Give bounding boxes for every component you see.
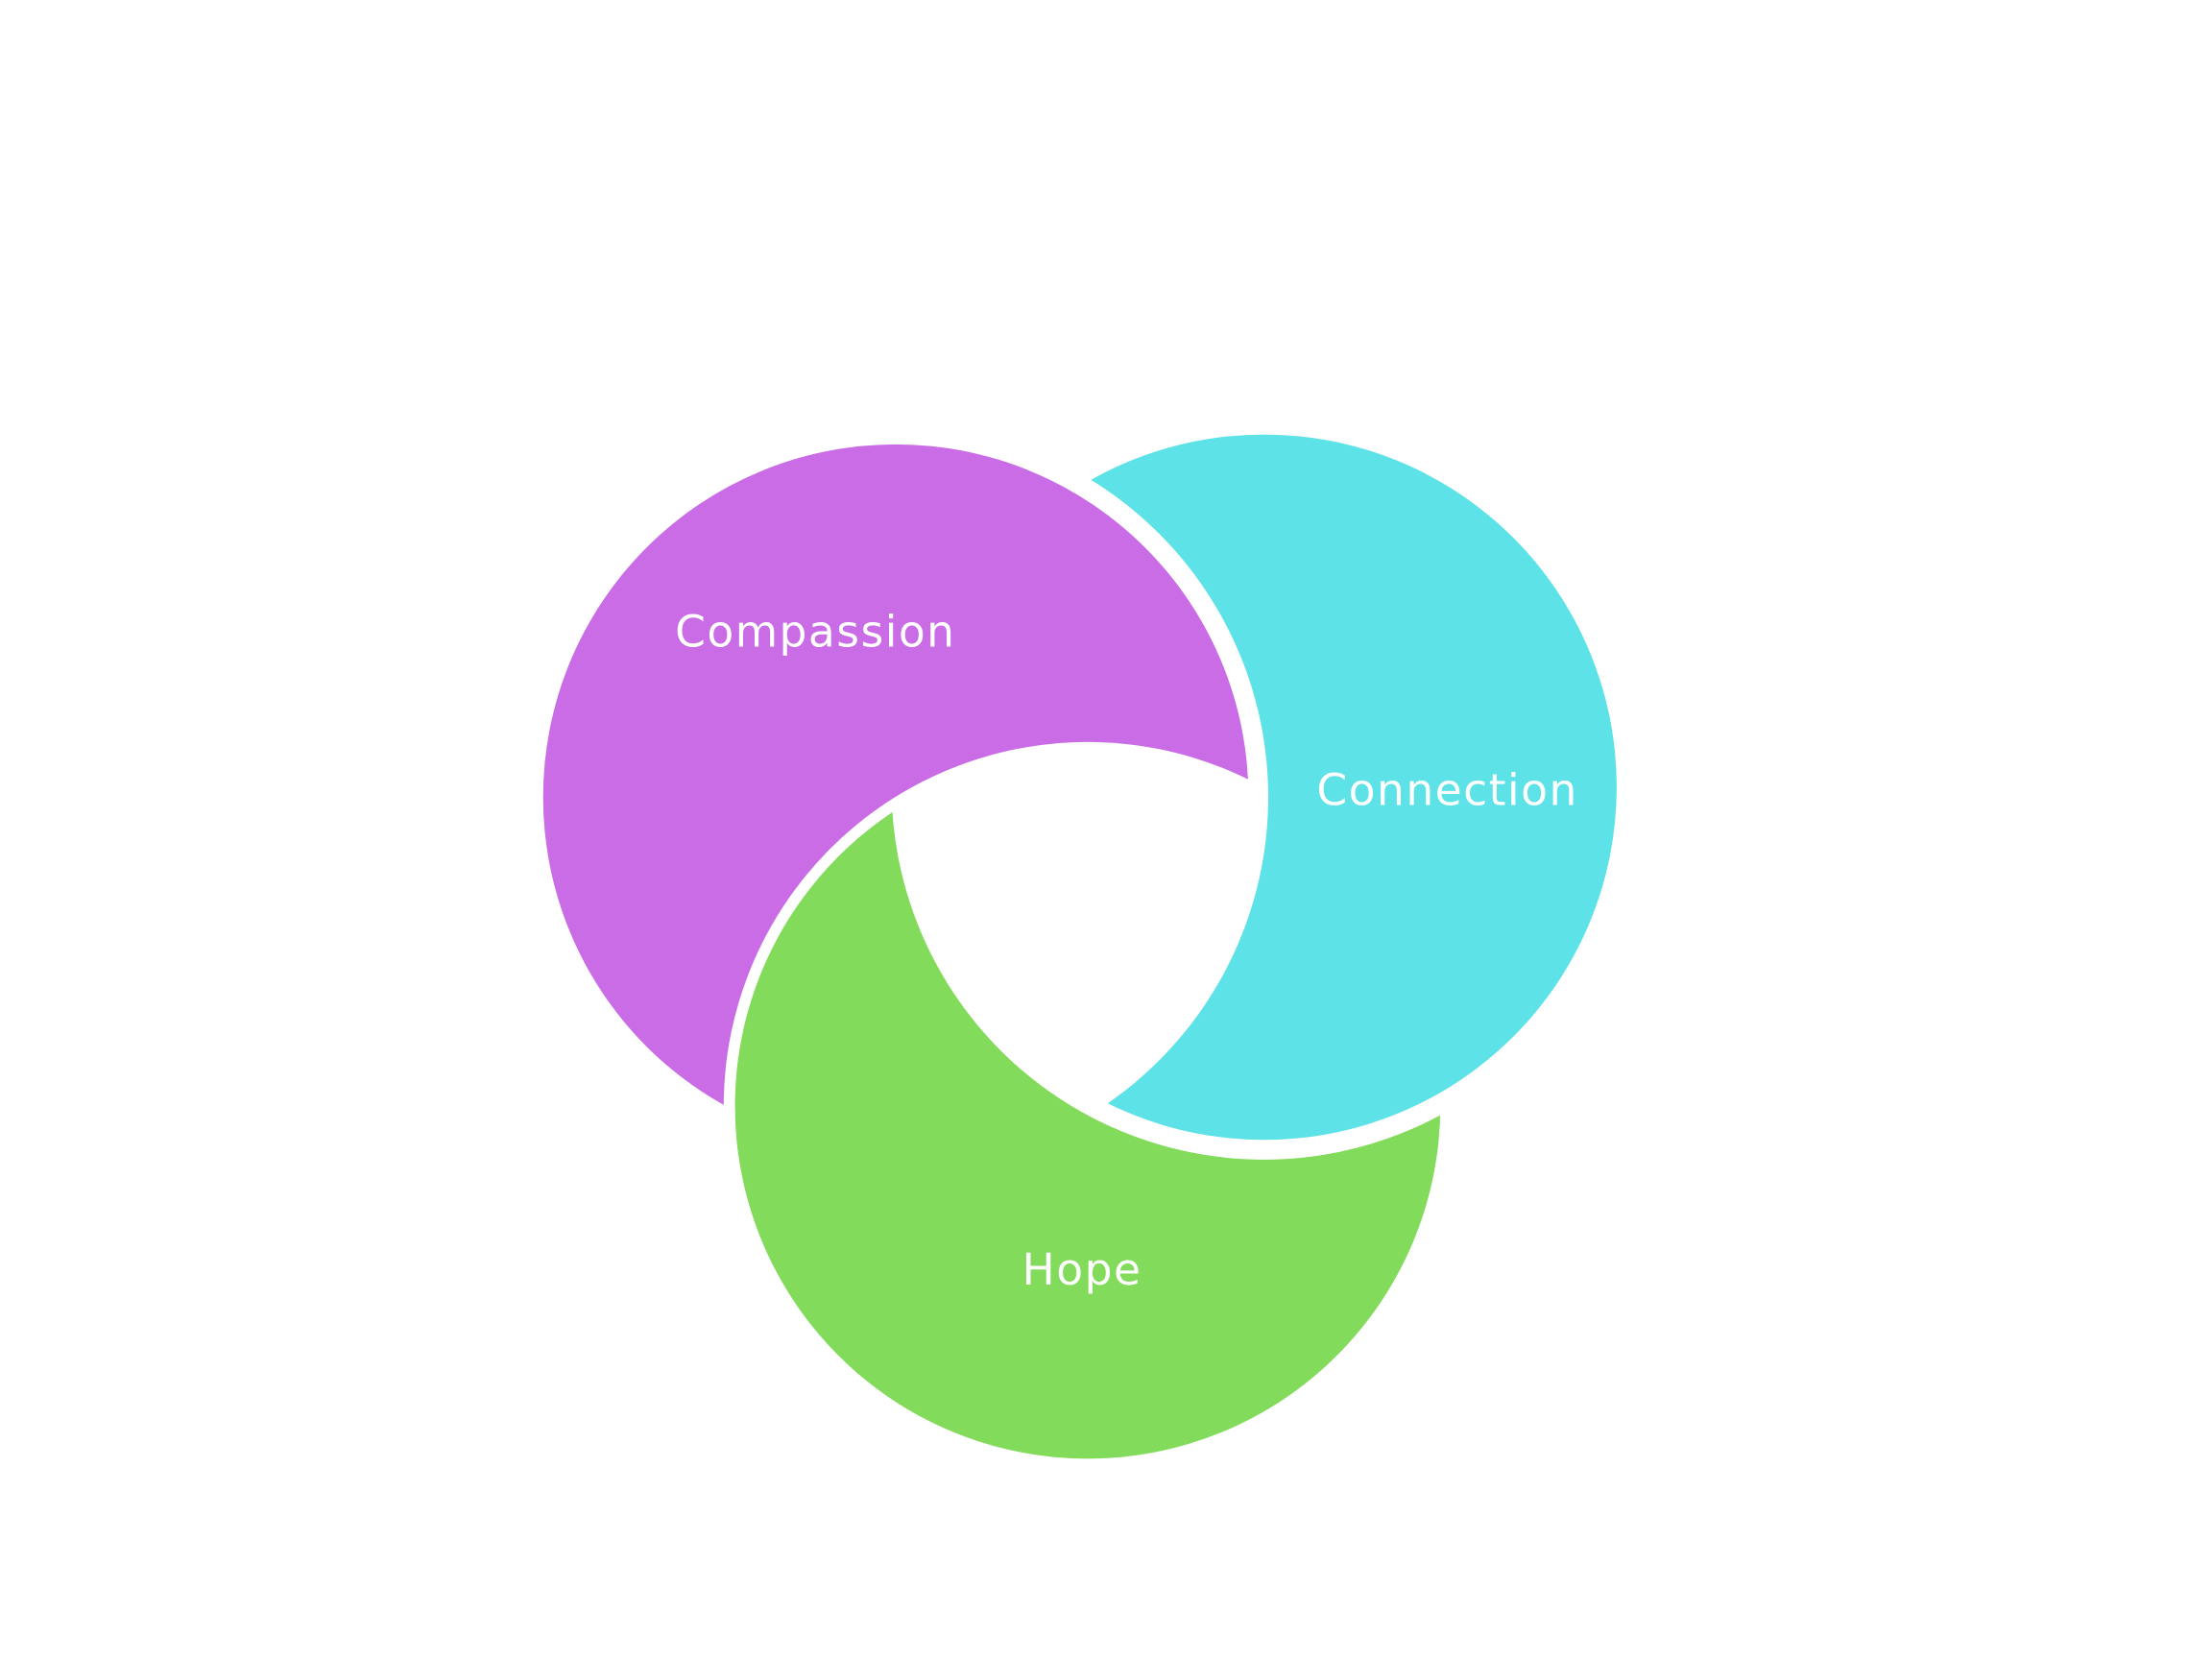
- compassion-label: Compassion: [675, 607, 955, 658]
- hope-segment: Hope: [734, 753, 1441, 1459]
- segment-shape: [734, 753, 1441, 1459]
- connection-label: Connection: [1316, 764, 1577, 815]
- hope-label: Hope: [1022, 1244, 1142, 1295]
